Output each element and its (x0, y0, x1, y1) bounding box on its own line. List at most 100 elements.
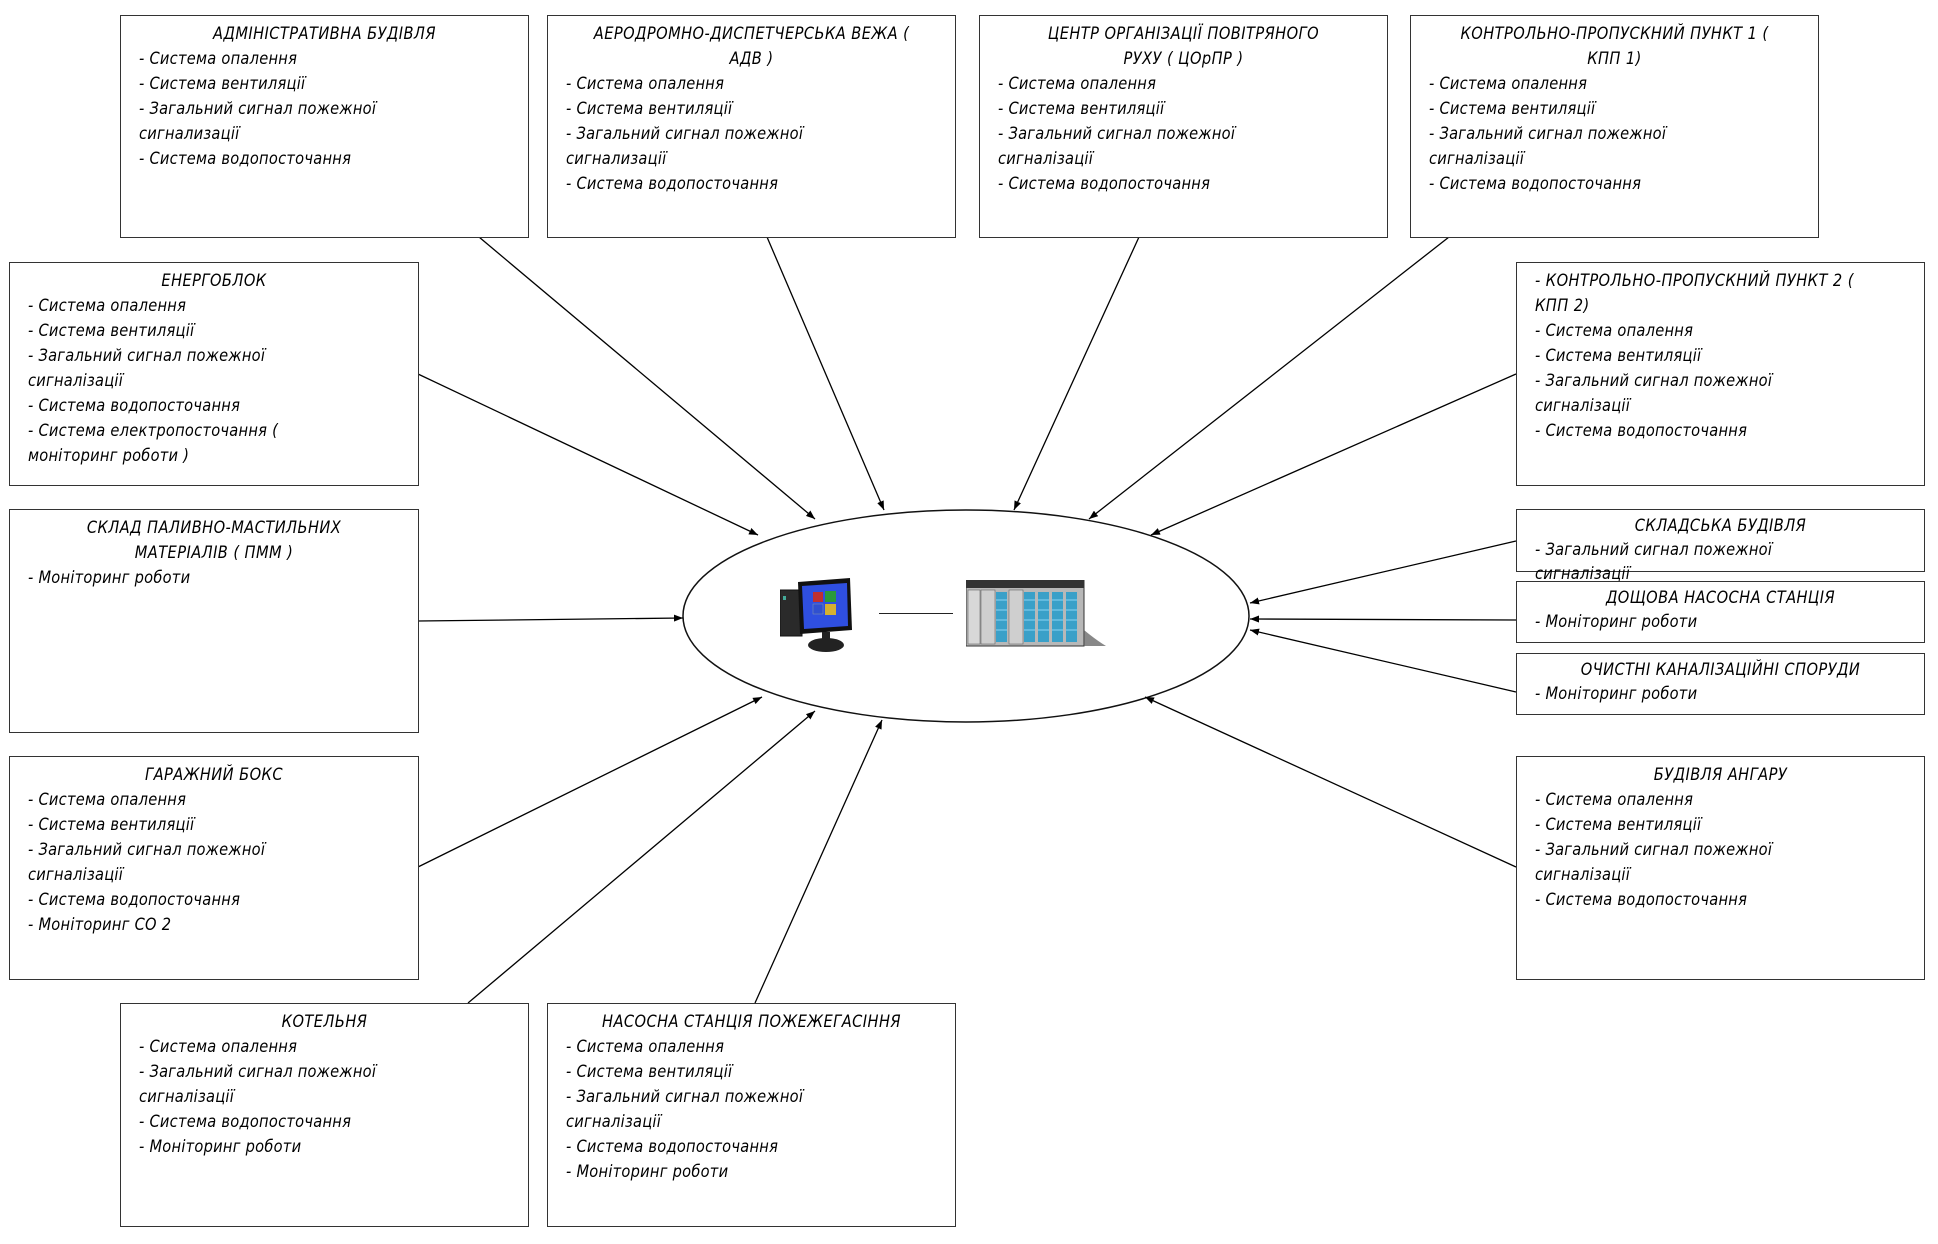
node-items: - Система опалення - Система вентиляції … (1535, 788, 1906, 913)
node-item: - Моніторинг роботи (139, 1137, 302, 1157)
node-item: - Система опалення (566, 1037, 725, 1057)
edge-pmm-to-hub (417, 614, 684, 622)
node-item: - Загальний сигнал пожежної сигналізації (139, 1062, 382, 1107)
node-garage-box[interactable]: ГАРАЖНИЙ БОКС - Система опалення - Систе… (9, 756, 419, 980)
node-item: - Система водопосточання (139, 149, 352, 169)
node-title: ЦЕНТР ОРГАНІЗАЦІЇ ПОВІТРЯНОГО РУХУ ( ЦОр… (1047, 24, 1320, 69)
node-fuel-storage[interactable]: СКЛАД ПАЛИВНО-МАСТИЛЬНИХ МАТЕРІАЛІВ ( ПМ… (9, 509, 419, 733)
node-item: - Система опалення (566, 74, 725, 94)
node-item: - Система вентиляції (1429, 99, 1596, 119)
node-item: - Моніторинг роботи (1535, 684, 1698, 704)
edge-kpp1-to-hub (1088, 236, 1450, 520)
edge-nasos-to-hub (754, 719, 883, 1004)
node-items: - Система опалення - Система вентиляції … (998, 72, 1369, 197)
node-item: - Загальний сигнал пожежної сигнализації (139, 99, 382, 144)
node-item: - Система вентиляції (1535, 815, 1702, 835)
edge-sklad-to-hub (1249, 540, 1517, 605)
node-title: АЕРОДРОМНО-ДИСПЕТЧЕРСЬКА ВЕЖА ( АДВ ) (593, 24, 910, 69)
node-title: АДМІНІСТРАТИВНА БУДІВЛЯ (213, 24, 436, 44)
edge-kotel-to-hub (467, 710, 816, 1004)
node-item: - Система водопосточання (998, 174, 1211, 194)
node-storm-pump-station[interactable]: ДОЩОВА НАСОСНА СТАНЦІЯ - Моніторинг робо… (1516, 581, 1925, 643)
node-boiler-house[interactable]: КОТЕЛЬНЯ - Система опалення - Загальний … (120, 1003, 529, 1227)
node-item: - Загальний сигнал пожежної сигналізації (998, 124, 1241, 169)
node-items: - Моніторинг роботи (1535, 610, 1906, 634)
node-item: - Система опалення (139, 49, 298, 69)
node-item: - Система вентиляції (28, 815, 195, 835)
node-item: - Система водопосточання (28, 890, 241, 910)
node-item: - Система опалення (28, 296, 187, 316)
node-item: - Загальний сигнал пожежної сигналізації (1535, 371, 1778, 416)
node-title: ОЧИСТНІ КАНАЛІЗАЦІЙНІ СПОРУДИ (1580, 660, 1861, 680)
node-air-traffic-center[interactable]: ЦЕНТР ОРГАНІЗАЦІЇ ПОВІТРЯНОГО РУХУ ( ЦОр… (979, 15, 1388, 238)
node-power-unit[interactable]: ЕНЕРГОБЛОК - Система опалення - Система … (9, 262, 419, 486)
node-item: - Система вентиляції (566, 1062, 733, 1082)
node-item: - Система опалення (998, 74, 1157, 94)
node-checkpoint-1[interactable]: КОНТРОЛЬНО-ПРОПУСКНИЙ ПУНКТ 1 ( КПП 1) -… (1410, 15, 1819, 238)
node-item: - Загальний сигнал пожежної сигналізації (1429, 124, 1672, 169)
node-item: - Система опалення (1429, 74, 1588, 94)
node-item: - Система опалення (1535, 321, 1694, 341)
node-title: КОНТРОЛЬНО-ПРОПУСКНИЙ ПУНКТ 1 ( КПП 1) (1460, 24, 1769, 69)
node-item: - Система вентиляції (998, 99, 1165, 119)
node-item: - Система вентиляції (566, 99, 733, 119)
node-items: - Моніторинг роботи (28, 566, 400, 591)
edge-corp-to-hub (1013, 236, 1140, 511)
node-item: - Система водопосточання (1429, 174, 1642, 194)
node-item: - Загальний сигнал пожежної сигналізації (566, 1087, 809, 1132)
node-title: КОТЕЛЬНЯ (281, 1012, 368, 1032)
edge-hangar-to-hub (1144, 696, 1517, 868)
node-item: - Моніторинг роботи (566, 1162, 729, 1182)
edge-admin-to-hub (478, 236, 816, 520)
node-item: - Загальний сигнал пожежної сигналізації (1535, 540, 1778, 584)
edge-doshch-to-hub (1249, 615, 1517, 623)
node-item: - Система вентиляції (28, 321, 195, 341)
node-title: БУДІВЛЯ АНГАРУ (1653, 765, 1788, 785)
plc-controller-icon (965, 579, 1106, 650)
node-warehouse[interactable]: СКЛАДСЬКА БУДІВЛЯ - Загальний сигнал пож… (1516, 509, 1925, 584)
node-item: - Загальний сигнал пожежної сигналізації (28, 346, 271, 391)
node-item: - Моніторинг роботи (1535, 612, 1698, 632)
edge-garage-to-hub (417, 696, 763, 868)
node-items: - Система опалення - Система вентиляції … (566, 72, 937, 197)
edge-ochysni-to-hub (1249, 628, 1517, 693)
node-items: - Система опалення - Система вентиляції … (139, 47, 510, 172)
node-title: СКЛАД ПАЛИВНО-МАСТИЛЬНИХ МАТЕРІАЛІВ ( ПМ… (86, 518, 342, 563)
node-title: ГАРАЖНИЙ БОКС (145, 765, 283, 785)
node-item: - Система водопосточання (1535, 421, 1748, 441)
node-item: - Система водопосточання (139, 1112, 352, 1132)
control-center-hub[interactable] (683, 510, 1250, 722)
node-item: - Система вентиляції (139, 74, 306, 94)
node-item: - Система вентиляції (1535, 346, 1702, 366)
node-title: ЕНЕРГОБЛОК (161, 271, 267, 291)
node-items: - Система опалення - Система вентиляції … (1429, 72, 1800, 197)
node-item: - Система опалення (1535, 790, 1694, 810)
node-item: - Загальний сигнал пожежної сигналізації (28, 840, 271, 885)
node-control-tower[interactable]: АЕРОДРОМНО-ДИСПЕТЧЕРСЬКА ВЕЖА ( АДВ ) - … (547, 15, 956, 238)
node-item: - Система водопосточання (28, 396, 241, 416)
node-items: - Система опалення - Загальний сигнал по… (139, 1035, 510, 1160)
node-item: - Система електропосточання ( моніторинг… (28, 421, 283, 466)
node-item: - Система водопосточання (1535, 890, 1748, 910)
node-item: - Загальний сигнал пожежної сигнализації (566, 124, 809, 169)
node-items: - Система опалення - Система вентиляції … (28, 788, 400, 938)
node-title: СКЛАДСЬКА БУДІВЛЯ (1634, 516, 1807, 536)
node-title: ДОЩОВА НАСОСНА СТАНЦІЯ (1605, 588, 1836, 608)
node-fire-pump-station[interactable]: НАСОСНА СТАНЦІЯ ПОЖЕЖЕГАСІННЯ - Система … (547, 1003, 956, 1227)
node-item: - Система водопосточання (566, 1137, 779, 1157)
edge-adv-to-hub (766, 236, 885, 511)
node-item: - Загальний сигнал пожежної сигналізації (1535, 840, 1778, 885)
node-item: - Моніторинг роботи (28, 568, 191, 588)
node-sewage-treatment[interactable]: ОЧИСТНІ КАНАЛІЗАЦІЙНІ СПОРУДИ - Монітори… (1516, 653, 1925, 715)
node-title: - КОНТРОЛЬНО-ПРОПУСКНИЙ ПУНКТ 2 ( КПП 2) (1535, 271, 1854, 316)
node-checkpoint-2[interactable]: - КОНТРОЛЬНО-ПРОПУСКНИЙ ПУНКТ 2 ( КПП 2)… (1516, 262, 1925, 486)
node-item: - Моніторинг СО 2 (28, 915, 172, 935)
node-items: - Моніторинг роботи (1535, 682, 1906, 706)
node-admin-building[interactable]: АДМІНІСТРАТИВНА БУДІВЛЯ - Система опален… (120, 15, 529, 238)
pc-plc-link (879, 613, 953, 614)
workstation-pc-icon (779, 578, 862, 654)
node-items: - Система опалення - Система вентиляції … (28, 294, 400, 469)
node-title: НАСОСНА СТАНЦІЯ ПОЖЕЖЕГАСІННЯ (602, 1012, 901, 1032)
node-items: - Система опалення - Система вентиляції … (1535, 319, 1906, 444)
node-hangar-building[interactable]: БУДІВЛЯ АНГАРУ - Система опалення - Сист… (1516, 756, 1925, 980)
